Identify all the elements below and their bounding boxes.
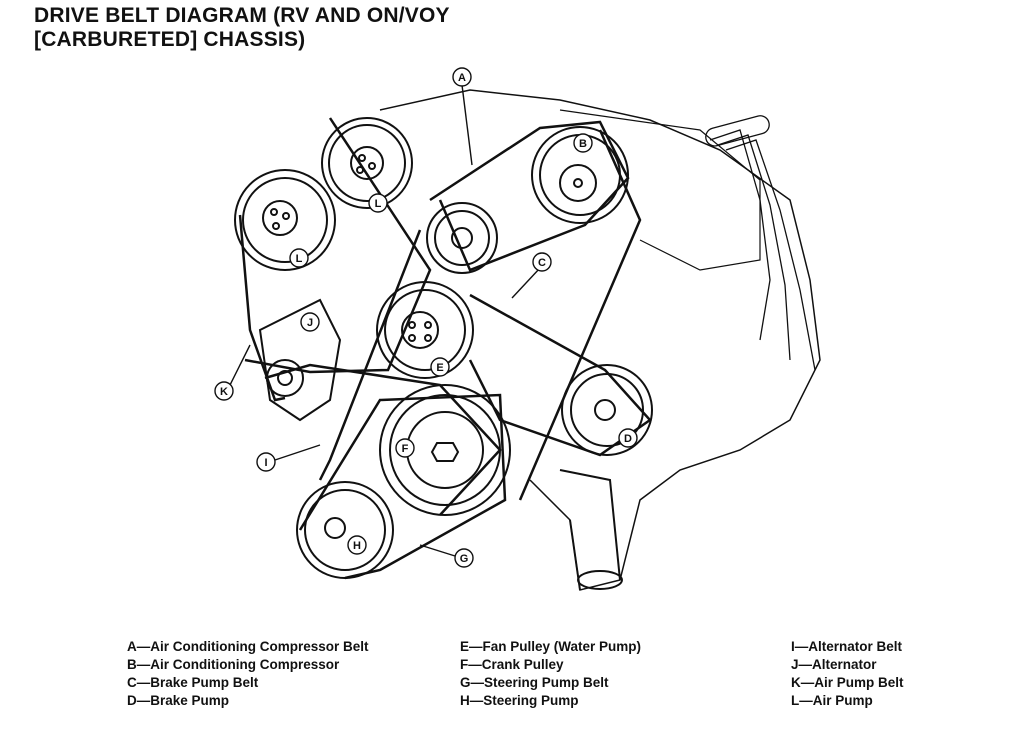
legend-item-i: I—Alternator Belt	[791, 639, 903, 654]
callout-c	[511, 252, 552, 299]
ac-compressor-belt	[429, 120, 630, 272]
air-pump-pulley-lower	[234, 169, 336, 271]
callout-a-text: A	[458, 72, 466, 84]
steering-pump-belt	[298, 393, 507, 580]
callout-c-text: C	[538, 257, 546, 269]
alternator	[258, 298, 342, 422]
legend-column-3: I—Alternator Belt J—Alternator K—Air Pum…	[791, 638, 904, 710]
legend-item-f: F—Crank Pulley	[460, 657, 564, 672]
callout-k	[214, 344, 251, 401]
legend-item-k: K—Air Pump Belt	[791, 675, 904, 690]
callout-l-lower	[289, 248, 309, 268]
callout-i	[256, 444, 321, 472]
fan-pulley	[376, 281, 474, 379]
legend-item-j: J—Alternator	[791, 657, 877, 672]
legend-item-h: H—Steering Pump	[460, 693, 579, 708]
diagram-title: DRIVE BELT DIAGRAM (RV AND ON/VOY [CARBU…	[34, 4, 450, 52]
engine-drive-belt-diagram: A B C D E F G H I J K L L	[214, 67, 821, 591]
legend-item-g: G—Steering Pump Belt	[460, 675, 609, 690]
callout-l-lower-text: L	[296, 253, 303, 265]
callout-e	[430, 357, 450, 377]
title-line-2: [CARBURETED] CHASSIS)	[34, 28, 306, 51]
callout-j	[300, 312, 320, 332]
idler-pulley	[426, 202, 498, 274]
callout-f	[395, 438, 415, 458]
callout-d	[618, 428, 638, 448]
callout-d-text: D	[624, 433, 632, 445]
callout-h-text: H	[353, 540, 361, 552]
callout-l-upper-text: L	[375, 198, 382, 210]
callout-e-text: E	[436, 362, 443, 374]
legend-item-c: C—Brake Pump Belt	[127, 675, 259, 690]
callout-j-text: J	[307, 317, 313, 329]
air-pump-belt	[238, 117, 432, 402]
callout-labels	[214, 67, 638, 568]
brake-pump-pulley	[561, 364, 653, 456]
callout-l-upper	[368, 193, 388, 213]
callout-f-text: F	[402, 443, 409, 455]
intake-manifold	[559, 109, 761, 271]
callout-b-text: B	[579, 138, 587, 150]
alternator-belt	[264, 363, 502, 516]
legend-item-b: B—Air Conditioning Compressor	[127, 657, 340, 672]
callout-k-text: K	[220, 386, 228, 398]
legend-item-e: E—Fan Pulley (Water Pump)	[460, 639, 642, 654]
legend-item-d: D—Brake Pump	[127, 693, 230, 708]
air-pump-pulley-upper	[321, 117, 413, 209]
spark-plug-wires	[705, 115, 816, 371]
legend-column-2: E—Fan Pulley (Water Pump) F—Crank Pulley…	[460, 638, 641, 710]
legend-item-a: A—Air Conditioning Compressor Belt	[127, 639, 369, 654]
callout-g-text: G	[460, 553, 469, 565]
legend-item-l: L—Air Pump	[791, 693, 873, 708]
callout-i-text: I	[264, 457, 267, 469]
belts	[238, 117, 652, 580]
steering-pump-pulley	[296, 481, 394, 579]
ac-belt-long	[318, 129, 642, 501]
title-line-1: DRIVE BELT DIAGRAM (RV AND ON/VOY	[34, 4, 450, 27]
callout-g	[419, 544, 474, 568]
callout-a	[452, 67, 473, 166]
ac-compressor-pulley	[531, 126, 629, 224]
callout-b	[573, 133, 593, 153]
legend-column-1: A—Air Conditioning Compressor Belt B—Air…	[127, 638, 369, 710]
callout-h	[347, 535, 367, 555]
engine-block-outline	[379, 89, 821, 591]
